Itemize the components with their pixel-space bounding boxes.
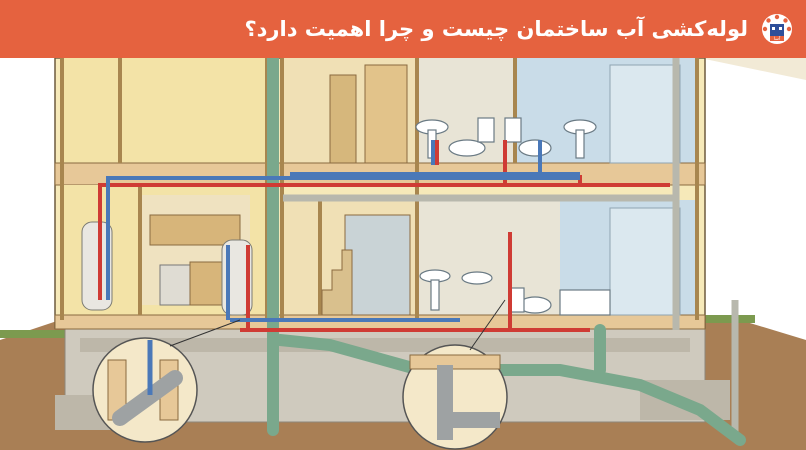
- basement-slab: [80, 338, 690, 352]
- kitchen-cabinets: [149, 214, 241, 246]
- vent-pipes: [283, 58, 739, 440]
- water-heater-left: [81, 221, 113, 311]
- fixtures-lower: [419, 269, 611, 316]
- brand-logo-icon: آسا: [762, 14, 792, 44]
- shower-upper: [609, 64, 681, 164]
- header-banner: لوله‌کشی آب ساختمان چیست و چرا اهمیت دار…: [0, 0, 806, 58]
- grass-right: [695, 315, 755, 323]
- door-upper-hall: [329, 74, 357, 164]
- fixtures-upper: [415, 117, 597, 159]
- toilet-upper-1: [448, 139, 486, 157]
- hot-water-pipes: [98, 140, 670, 332]
- roof: [0, 58, 806, 80]
- brand-logo-text: آسا: [774, 36, 781, 42]
- shower-lower: [609, 207, 681, 316]
- detail-circle-left: [92, 337, 198, 443]
- kitchen-stove: [159, 264, 191, 306]
- grass-left: [0, 330, 70, 338]
- bathtub-lower: [559, 289, 611, 316]
- page-title: لوله‌کشی آب ساختمان چیست و چرا اهمیت دار…: [244, 17, 748, 41]
- upper-room-left: [62, 58, 267, 163]
- callout-lines: [169, 299, 506, 351]
- stairs: [321, 249, 353, 316]
- door-upper-right: [364, 64, 408, 164]
- toilet-upper-2: [518, 139, 552, 157]
- door-lower-hall: [344, 214, 411, 316]
- sink-lower-2: [461, 271, 493, 285]
- detail-circle-right: [402, 344, 508, 450]
